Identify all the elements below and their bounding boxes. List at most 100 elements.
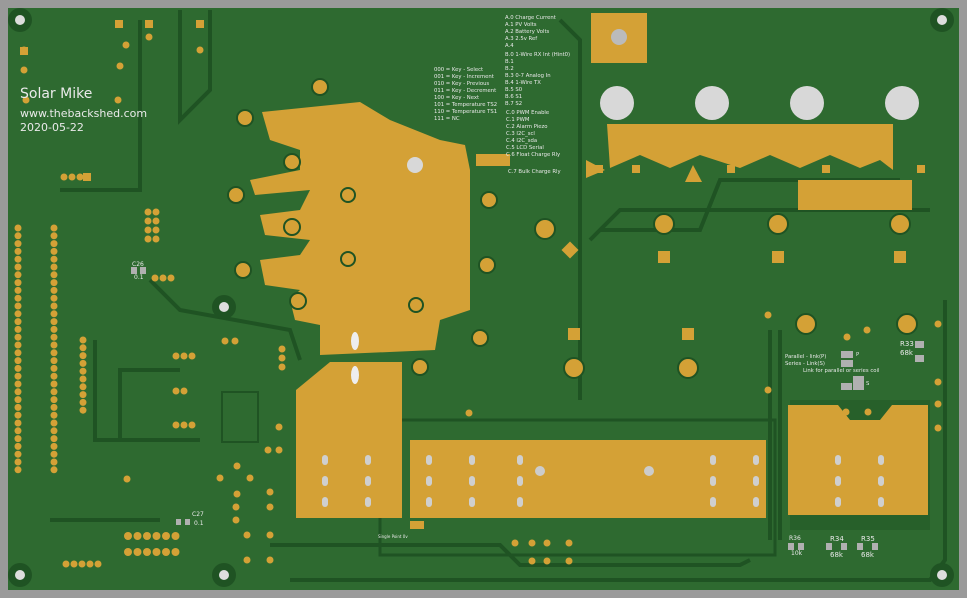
pad [114, 96, 122, 104]
square-pads [410, 241, 906, 529]
pad [278, 354, 286, 362]
pad [50, 466, 58, 474]
pad [50, 240, 58, 248]
pad [14, 450, 22, 458]
author-website: www.thebackshed.com [20, 107, 148, 120]
key-map-line: 111 = NC [434, 116, 460, 122]
pad [86, 560, 94, 568]
slot-hole [710, 476, 716, 486]
pad [14, 224, 22, 232]
square-pad [595, 165, 603, 173]
large-holes [407, 86, 919, 173]
pad [50, 247, 58, 255]
pad [79, 406, 87, 414]
pin-map-line: B.0 1-Wire RX Int (Hint0) [505, 52, 571, 58]
pad [232, 516, 240, 524]
pin-map-line: A.0 Charge Current [505, 15, 556, 21]
pad [180, 421, 188, 429]
pin-map-line: A.1 PV Volts [505, 22, 537, 28]
pad [50, 224, 58, 232]
slot-hole [426, 497, 432, 507]
pad [62, 560, 70, 568]
slot-hole [322, 455, 328, 465]
author-date: 2020-05-22 [20, 121, 84, 134]
slot-hole [835, 455, 841, 465]
copper-pour-lower-left [296, 362, 402, 518]
pin-map-line: B.5 S0 [505, 87, 523, 93]
r36-ref: R36 [789, 535, 801, 542]
slot-hole [322, 476, 328, 486]
pad [162, 532, 170, 540]
pad [14, 302, 22, 310]
pad [14, 458, 22, 466]
pad [144, 226, 152, 234]
pin-map-line: B.2 [505, 66, 514, 72]
pad [124, 532, 132, 540]
pad [275, 423, 283, 431]
link-s: S [866, 381, 870, 387]
slot-hole [426, 476, 432, 486]
pad [94, 560, 102, 568]
pad [934, 400, 942, 408]
pad [79, 352, 87, 360]
pad [14, 466, 22, 474]
r36-value: 10k [791, 550, 803, 557]
pin-map-line: B.4 1-Wire TX [505, 80, 541, 86]
pad [278, 363, 286, 371]
slot-hole [322, 497, 328, 507]
pad [50, 255, 58, 263]
pad [864, 408, 872, 416]
pad [50, 271, 58, 279]
slot-hole [753, 476, 759, 486]
pad [934, 424, 942, 432]
key-map-line: 000 = Key - Select [434, 67, 484, 73]
pad [79, 375, 87, 383]
pad [50, 403, 58, 411]
pad [122, 41, 130, 49]
pin-map-line: B.6 S1 [505, 94, 523, 100]
r35-value: 68k [861, 551, 874, 559]
pad [50, 349, 58, 357]
pad [14, 341, 22, 349]
pad [14, 364, 22, 372]
pad [152, 208, 160, 216]
pad [50, 364, 58, 372]
pad [68, 173, 76, 181]
slot-hole [753, 455, 759, 465]
mounting-holes [8, 8, 954, 587]
pad [50, 310, 58, 318]
pad [50, 435, 58, 443]
slot-hole [365, 455, 371, 465]
pad [79, 359, 87, 367]
pad [60, 173, 68, 181]
pad [14, 286, 22, 294]
copper-pour-right [788, 405, 928, 515]
pad [934, 378, 942, 386]
pad [14, 380, 22, 388]
pad [50, 302, 58, 310]
pad [528, 539, 536, 547]
pad [143, 548, 151, 556]
pad [243, 556, 251, 564]
pad [14, 435, 22, 443]
c27-ref: C27 [192, 511, 204, 518]
pad [172, 421, 180, 429]
author-name: Solar Mike [20, 86, 93, 102]
pad [50, 450, 58, 458]
key-map-line: 110 = Temperature TS1 [434, 109, 498, 115]
pad [14, 255, 22, 263]
pad [50, 427, 58, 435]
pad [14, 388, 22, 396]
pad [50, 341, 58, 349]
slot-hole [835, 476, 841, 486]
pad [14, 419, 22, 427]
pad [14, 271, 22, 279]
pad [172, 352, 180, 360]
square-pad [196, 20, 204, 28]
pad [266, 531, 274, 539]
pad [50, 419, 58, 427]
square-pad [83, 173, 91, 181]
square-pad [20, 47, 28, 55]
